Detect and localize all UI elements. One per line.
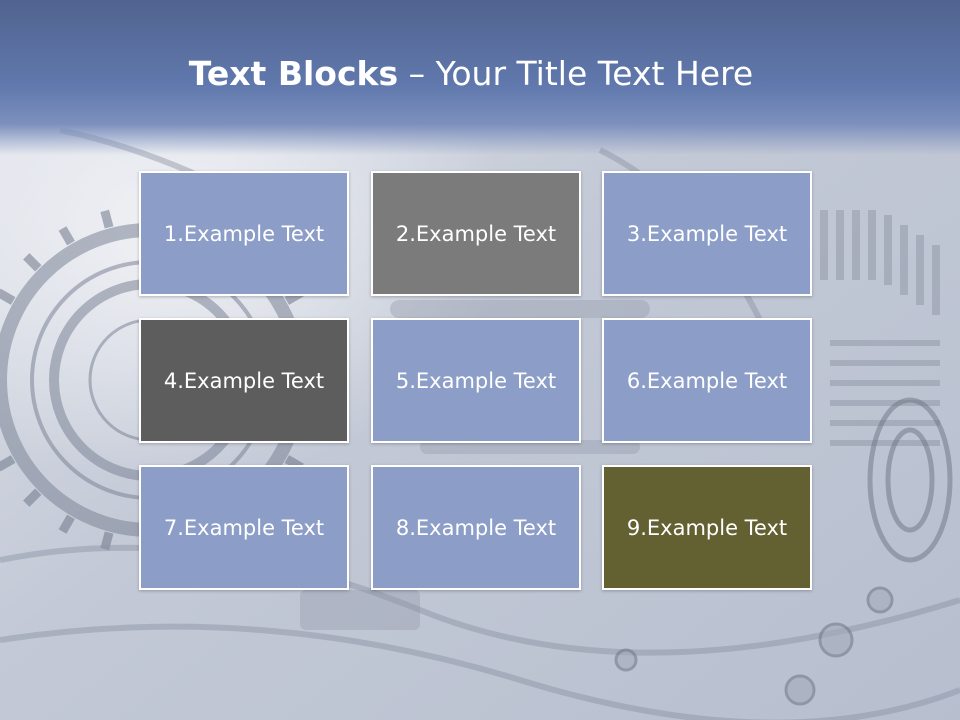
- text-block-4[interactable]: 4.Example Text: [139, 318, 349, 443]
- text-block-7[interactable]: 7.Example Text: [139, 465, 349, 590]
- text-block-label: 9.Example Text: [626, 515, 788, 540]
- text-block-label: 1.Example Text: [163, 221, 325, 246]
- text-block-9[interactable]: 9.Example Text: [602, 465, 812, 590]
- slide-title: Text Blocks – Your Title Text Here: [0, 52, 942, 96]
- text-block-2[interactable]: 2.Example Text: [371, 171, 581, 296]
- text-block-3[interactable]: 3.Example Text: [602, 171, 812, 296]
- title-band: [0, 0, 960, 155]
- text-block-label: 4.Example Text: [163, 368, 325, 393]
- text-block-label: 8.Example Text: [395, 515, 557, 540]
- text-block-1[interactable]: 1.Example Text: [139, 171, 349, 296]
- text-block-label: 3.Example Text: [626, 221, 788, 246]
- text-block-6[interactable]: 6.Example Text: [602, 318, 812, 443]
- title-rest-text: – Your Title Text Here: [398, 54, 754, 93]
- text-block-label: 5.Example Text: [395, 368, 557, 393]
- text-block-label: 7.Example Text: [163, 515, 325, 540]
- text-block-8[interactable]: 8.Example Text: [371, 465, 581, 590]
- title-bold-text: Text Blocks: [188, 54, 399, 93]
- text-block-label: 6.Example Text: [626, 368, 788, 393]
- text-block-label: 2.Example Text: [395, 221, 557, 246]
- text-block-5[interactable]: 5.Example Text: [371, 318, 581, 443]
